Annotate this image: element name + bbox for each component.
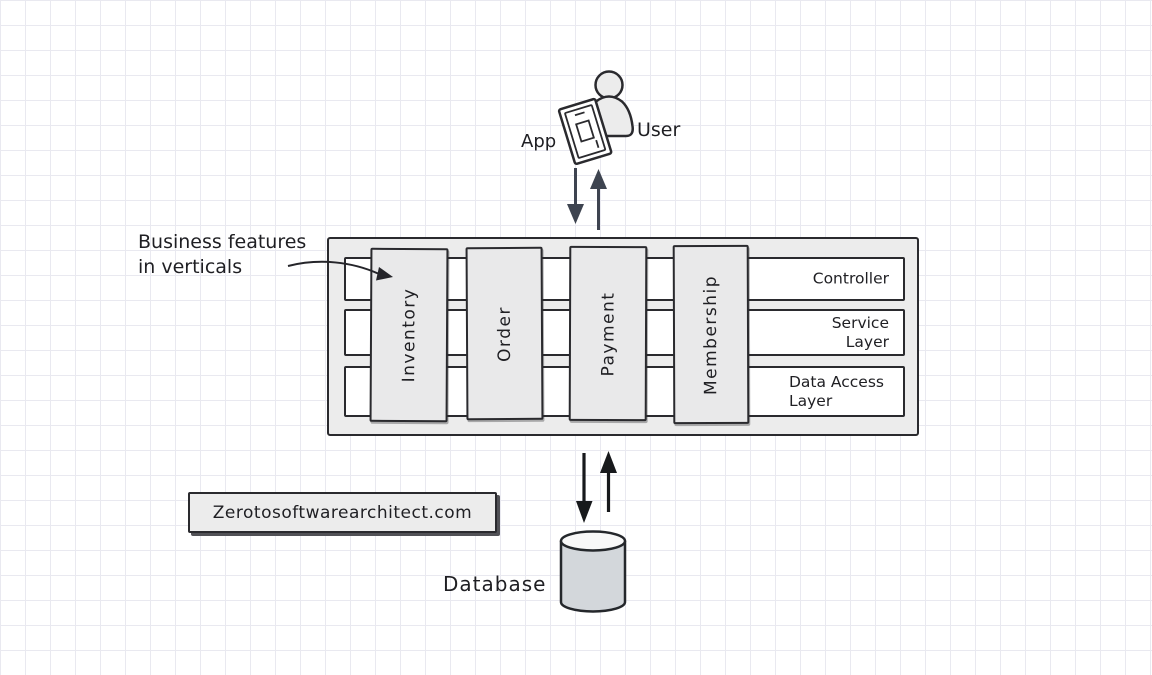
vertical-inventory-label: Inventory (398, 287, 420, 383)
vertical-membership-label: Membership (700, 274, 722, 395)
app-db-down-arrow (576, 453, 593, 523)
service-layer-label: Service Layer (831, 313, 889, 351)
database-icon (559, 530, 627, 613)
app-db-up-arrow (600, 451, 617, 512)
vertical-payment-label: Payment (597, 290, 619, 377)
vertical-order: Order (465, 246, 544, 421)
data-access-layer-label: Data Access Layer (789, 372, 884, 410)
vertical-payment: Payment (568, 245, 648, 422)
user-label: User (637, 119, 681, 141)
app-phone-icon (557, 97, 613, 166)
user-person-icon (583, 70, 634, 138)
annotation-line-2: in verticals (138, 256, 243, 278)
user-app-up-arrow (590, 169, 607, 230)
vertical-order-label: Order (494, 305, 515, 362)
annotation-line-1: Business features (138, 231, 307, 253)
user-app-down-arrow (567, 168, 584, 224)
vertical-inventory: Inventory (369, 247, 449, 423)
database-label: Database (443, 572, 547, 596)
application-box: Controller Service Layer Data Access Lay… (327, 237, 919, 436)
vertical-membership: Membership (672, 244, 750, 425)
watermark-box: Zerotosoftwarearchitect.com (188, 492, 497, 533)
controller-layer-label: Controller (812, 269, 889, 288)
annotation-text: Business features in verticals (138, 230, 306, 280)
app-label: App (521, 131, 557, 152)
watermark-label: Zerotosoftwarearchitect.com (212, 502, 473, 523)
